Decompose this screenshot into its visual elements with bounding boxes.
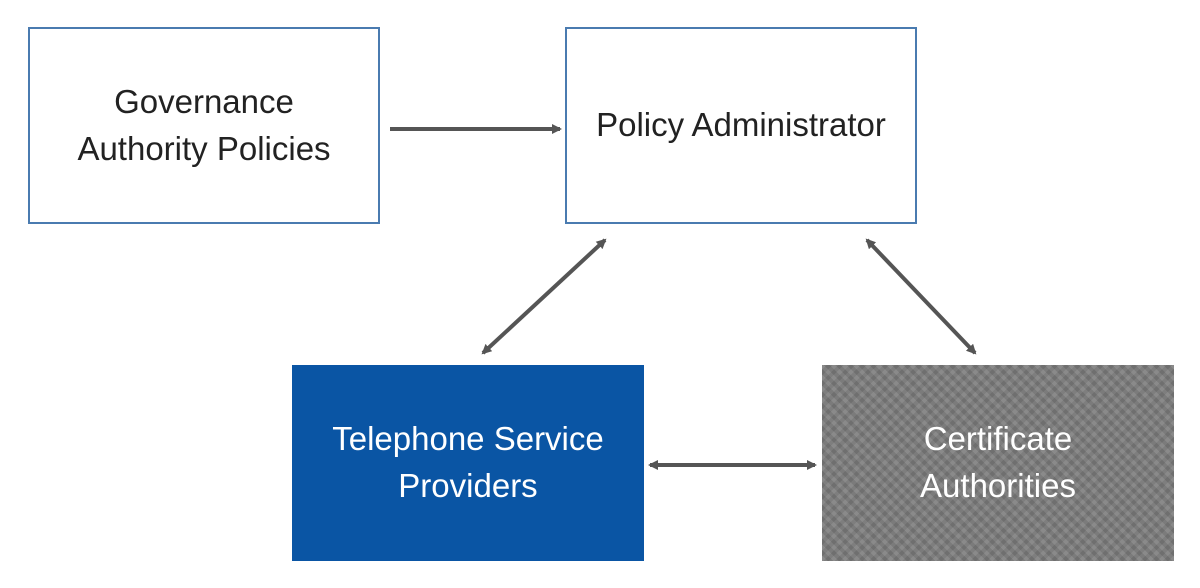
policy-administrator-box: Policy Administrator (565, 27, 917, 224)
governance-authority-policies-box: Governance Authority Policies (28, 27, 380, 224)
telephone-service-providers-box: Telephone Service Providers (292, 365, 644, 561)
governance-authority-policies-label: Governance Authority Policies (77, 82, 331, 167)
arrow-ca-policy (865, 238, 977, 355)
policy-administrator-label: Policy Administrator (596, 106, 886, 144)
arrow-tsp-policy (481, 238, 607, 355)
certificate-authorities-label: Certificate Authorities (920, 420, 1076, 504)
certificate-authorities-box: Certificate Authorities (822, 365, 1174, 561)
telephone-service-providers-label: Telephone Service Providers (332, 420, 604, 504)
